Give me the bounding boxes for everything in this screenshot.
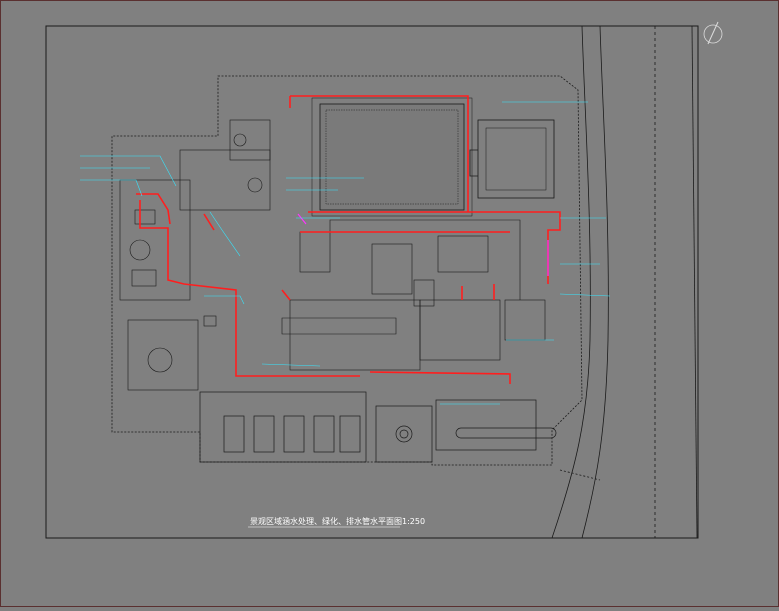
central-buildings (281, 219, 546, 371)
site-boundary (111, 75, 583, 466)
north-arrow-icon (703, 21, 723, 45)
garden-left (119, 119, 271, 391)
court-upper (311, 97, 473, 217)
annotation-callouts (80, 101, 611, 405)
drawing-frame (45, 25, 699, 539)
drawing-caption: 景观区域涵水处理、绿化、排水管水平面图1:250 (250, 516, 425, 526)
building-bottom (199, 391, 557, 463)
drain-pipe-network (136, 95, 561, 384)
building-right-top (469, 119, 555, 199)
road-right (551, 25, 698, 539)
fixtures-magenta (297, 213, 549, 276)
